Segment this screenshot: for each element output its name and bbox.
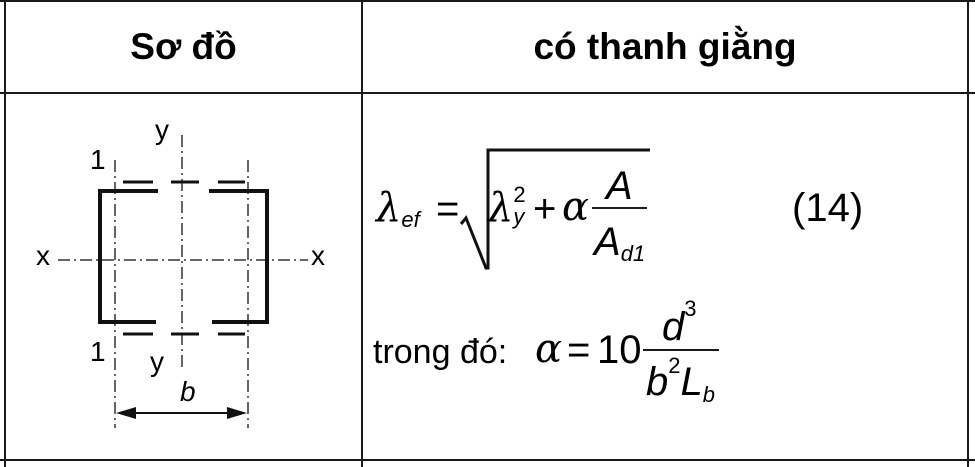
numerator-d-superscript: 3 xyxy=(684,296,697,321)
label-x-right: x xyxy=(311,240,325,271)
label-y-top: y xyxy=(155,114,169,145)
coefficient-10: 10 xyxy=(597,328,642,372)
where-label: trong đó: xyxy=(373,333,508,371)
lambda-y-subscript: y xyxy=(513,204,525,229)
table-border-left xyxy=(4,0,6,467)
table-border-right xyxy=(967,0,969,467)
channel-right xyxy=(209,189,269,324)
numerator-d-group: d 3 xyxy=(662,296,697,349)
alpha-definition: α xyxy=(535,326,563,372)
fraction-bar-2 xyxy=(643,349,719,351)
arrow-left-icon xyxy=(116,407,136,419)
equals-sign-2: = xyxy=(567,328,591,372)
denominator-group: A d1 xyxy=(594,222,645,265)
fraction-denominator-A: A xyxy=(594,220,621,264)
table-border-top xyxy=(0,0,975,2)
denominator-L: L xyxy=(680,360,703,404)
denominator-subscript: d1 xyxy=(620,241,646,266)
lambda-y: λ xyxy=(488,185,514,231)
denominator-L-subscript: b xyxy=(702,382,715,407)
cross-section-diagram xyxy=(58,135,308,428)
lambda-y-scripts: 2 y xyxy=(513,184,525,228)
fraction-bar xyxy=(592,207,647,209)
equation-number: (14) xyxy=(792,186,864,230)
header-divider xyxy=(0,92,975,94)
label-x-left: x xyxy=(36,240,50,271)
denominator-2-group: b 2 L b xyxy=(646,355,715,406)
lambda-ef-subscript: ef xyxy=(401,207,420,232)
equals-sign: = xyxy=(436,187,460,231)
fraction-numerator-A: A xyxy=(606,164,633,208)
lambda-ef-group: λ ef xyxy=(376,188,420,231)
column-divider xyxy=(361,0,363,467)
header-schema: Sơ đồ xyxy=(130,25,237,67)
lambda-y-group: λ 2 y xyxy=(488,184,526,231)
numerator-d: d xyxy=(662,305,685,349)
denominator-b-superscript: 2 xyxy=(668,353,681,378)
alpha: α xyxy=(562,184,590,230)
lambda-ef: λ xyxy=(376,185,402,231)
arrow-right-icon xyxy=(227,407,247,419)
channel-left xyxy=(98,189,158,324)
header-with-bracing: có thanh giằng xyxy=(533,25,797,67)
sqrt-icon xyxy=(459,148,650,270)
label-1-bottom: 1 xyxy=(90,336,106,367)
label-y-bottom: y xyxy=(150,346,164,377)
plus-sign: + xyxy=(533,187,557,231)
label-1-top: 1 xyxy=(90,144,106,175)
denominator-b: b xyxy=(646,360,669,404)
label-b: b xyxy=(180,376,196,407)
lambda-y-superscript: 2 xyxy=(513,182,526,207)
table-border-bottom xyxy=(0,459,975,461)
